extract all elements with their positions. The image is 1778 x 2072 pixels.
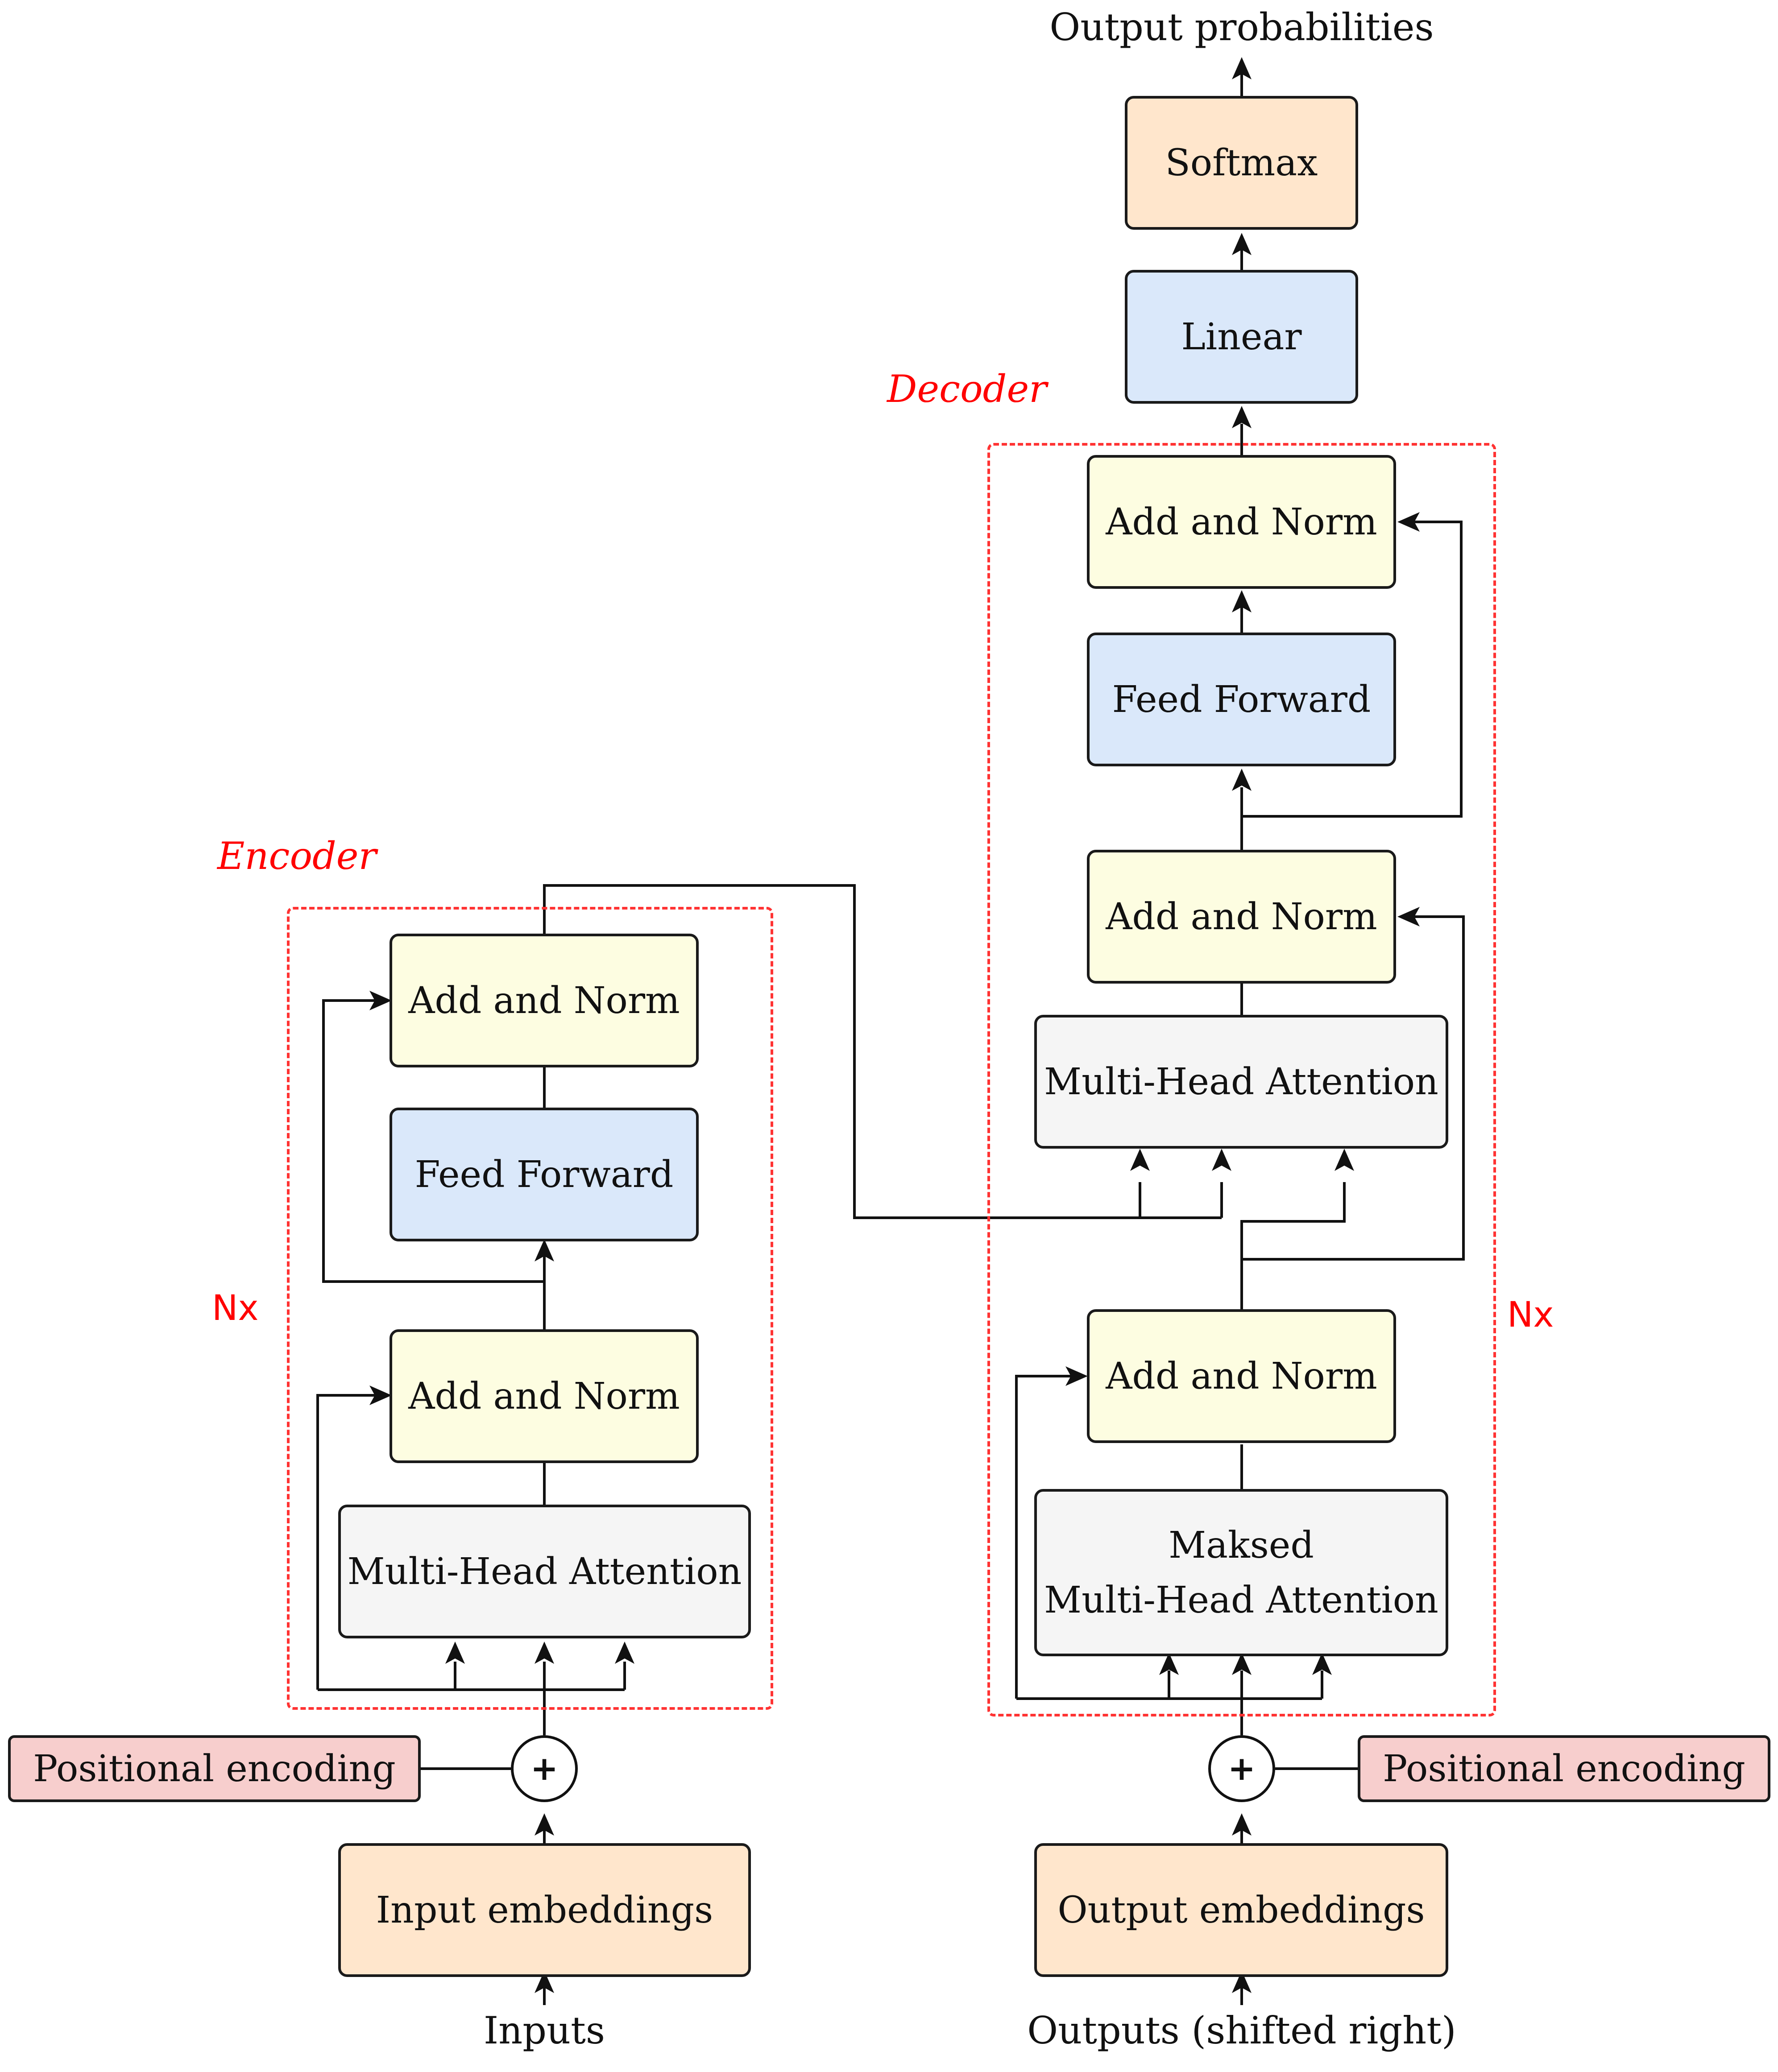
arrowhead <box>1212 1149 1231 1171</box>
encoder-frame <box>287 907 773 1710</box>
arrowhead <box>1397 512 1420 532</box>
arrowhead <box>615 1642 634 1664</box>
arrowhead <box>445 1642 465 1664</box>
encoder-feed-forward: Feed Forward <box>390 1108 699 1241</box>
encoder-add-norm-top-label: Add and Norm <box>408 979 680 1022</box>
encoder-input-embeddings: Input embeddings <box>338 1843 751 1977</box>
decoder-feed-forward: Feed Forward <box>1087 633 1396 766</box>
line-enc-residual-2 <box>322 999 544 1283</box>
line-encoder-output <box>543 884 1222 1219</box>
inputs-label: Inputs <box>483 2009 605 2052</box>
arrowhead <box>535 1642 554 1664</box>
arrowhead <box>1232 406 1252 428</box>
decoder-sum-node: + <box>1208 1735 1275 1802</box>
softmax-label: Softmax <box>1165 141 1318 184</box>
decoder-add-norm-bottom: Add and Norm <box>1087 1309 1396 1443</box>
decoder-output-embeddings-label: Output embeddings <box>1057 1889 1425 1931</box>
arrowhead <box>1232 1813 1252 1836</box>
encoder-positional-encoding-label: Positional encoding <box>33 1747 396 1790</box>
arrowhead <box>1159 1653 1179 1675</box>
outputs-shifted-label: Outputs (shifted right) <box>1027 2009 1456 2052</box>
decoder-add-norm-middle-label: Add and Norm <box>1106 895 1377 938</box>
decoder-positional-encoding: Positional encoding <box>1358 1735 1770 1802</box>
decoder-cross-attention-label: Multi-Head Attention <box>1044 1060 1438 1103</box>
encoder-title: Encoder <box>217 834 377 878</box>
arrowhead <box>1312 1653 1332 1675</box>
arrowhead <box>1232 1653 1252 1675</box>
arrowhead <box>1232 57 1252 79</box>
arrowhead <box>1335 1149 1354 1171</box>
output-probabilities-label: Output probabilities <box>1049 5 1434 49</box>
arrowhead <box>369 991 392 1010</box>
linear-label: Linear <box>1181 315 1302 358</box>
decoder-title: Decoder <box>887 367 1047 411</box>
line-dec-addnorm-to-cross <box>1240 1182 1346 1309</box>
softmax-layer: Softmax <box>1125 96 1358 230</box>
arrowhead <box>535 1813 554 1836</box>
encoder-multi-head-attention: Multi-Head Attention <box>338 1505 751 1638</box>
encoder-repeat-label: Nx <box>212 1288 259 1328</box>
decoder-masked-attention-line2: Multi-Head Attention <box>1044 1579 1438 1621</box>
decoder-masked-attention: Maksed Multi-Head Attention <box>1034 1489 1448 1656</box>
arrowhead <box>1232 590 1252 612</box>
decoder-add-norm-top-label: Add and Norm <box>1106 500 1377 543</box>
arrowhead <box>1065 1366 1088 1386</box>
encoder-positional-encoding: Positional encoding <box>8 1735 421 1802</box>
decoder-frame <box>987 443 1496 1716</box>
line-dec-residual-2 <box>1242 915 1465 1261</box>
decoder-add-norm-middle: Add and Norm <box>1087 850 1396 984</box>
arrowhead <box>1232 769 1252 791</box>
decoder-positional-encoding-label: Positional encoding <box>1383 1747 1745 1790</box>
decoder-output-embeddings: Output embeddings <box>1034 1843 1448 1977</box>
decoder-add-norm-top: Add and Norm <box>1087 455 1396 589</box>
arrowhead <box>369 1385 392 1405</box>
arrowhead <box>535 1239 554 1261</box>
line-enc-residual-1 <box>316 1394 378 1690</box>
decoder-repeat-label: Nx <box>1507 1295 1554 1335</box>
decoder-cross-attention: Multi-Head Attention <box>1034 1015 1448 1149</box>
decoder-feed-forward-label: Feed Forward <box>1112 678 1371 721</box>
linear-layer: Linear <box>1125 270 1358 404</box>
encoder-add-norm-bottom: Add and Norm <box>390 1329 699 1463</box>
encoder-input-embeddings-label: Input embeddings <box>376 1889 713 1931</box>
arrowhead <box>1130 1149 1150 1171</box>
encoder-add-norm-bottom-label: Add and Norm <box>408 1375 680 1418</box>
arrowhead <box>535 1971 554 1993</box>
line-dec-residual-1 <box>1015 1375 1079 1699</box>
decoder-masked-attention-line1: Maksed <box>1169 1524 1314 1567</box>
encoder-sum-node: + <box>511 1735 578 1802</box>
arrowhead <box>1232 1971 1252 1993</box>
encoder-feed-forward-label: Feed Forward <box>414 1153 674 1196</box>
encoder-add-norm-top: Add and Norm <box>390 934 699 1067</box>
line-dec-residual-3 <box>1242 521 1463 818</box>
arrowhead <box>1232 233 1252 255</box>
decoder-add-norm-bottom-label: Add and Norm <box>1106 1355 1377 1398</box>
arrowhead <box>1397 907 1420 926</box>
encoder-attention-label: Multi-Head Attention <box>347 1550 742 1593</box>
